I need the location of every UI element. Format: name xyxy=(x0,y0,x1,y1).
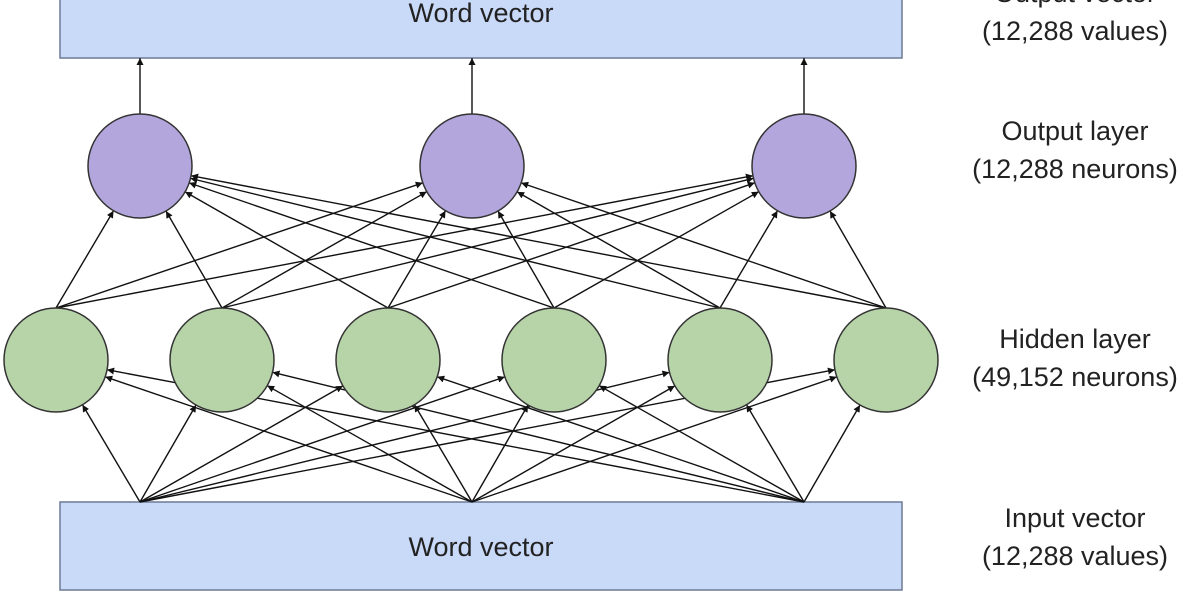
output-vector-rect xyxy=(59,0,903,59)
hidden-neuron-1 xyxy=(169,307,275,413)
output-vector-subtitle: (12,288 values) xyxy=(982,16,1168,46)
edge-hidden-3-output-0 xyxy=(188,181,555,309)
input-vector-box-label: Word vector xyxy=(408,532,553,562)
edge-input-1-hidden-5 xyxy=(471,375,838,503)
input-vector-subtitle: (12,288 values) xyxy=(982,541,1168,571)
hidden-layer-title: Hidden layer xyxy=(999,324,1151,354)
edge-hidden-2-output-1 xyxy=(387,210,447,309)
edge-hidden-3-output-1 xyxy=(497,210,555,309)
edge-input-2-hidden-5 xyxy=(803,404,861,503)
edge-input-2-hidden-4 xyxy=(745,404,805,503)
hidden-neuron-3 xyxy=(501,307,607,413)
edge-input-1-hidden-4 xyxy=(471,385,676,503)
edge-hidden-2-output-0 xyxy=(184,191,389,309)
edge-hidden-5-output-2 xyxy=(829,210,887,309)
edge-input-1-hidden-2 xyxy=(413,404,473,503)
input-vector-rect xyxy=(59,501,903,591)
side-labels: Output vector (12,288 values) Output lay… xyxy=(972,0,1178,571)
edge-hidden-5-output-0 xyxy=(190,173,887,309)
edge-hidden-4-output-0 xyxy=(190,176,721,309)
edge-hidden-0-output-0 xyxy=(55,210,115,309)
edge-hidden-1-output-2 xyxy=(221,176,754,309)
hidden-layer-subtitle: (49,152 neurons) xyxy=(972,362,1178,392)
edge-hidden-2-output-2 xyxy=(387,181,756,309)
output-vector-box-label: Word vector xyxy=(408,0,553,28)
hidden-layer-nodes xyxy=(3,307,939,413)
edge-hidden-1-output-0 xyxy=(165,210,223,309)
edge-input-2-hidden-3 xyxy=(598,385,805,503)
edge-input-0-hidden-3 xyxy=(139,375,506,503)
edge-hidden-3-output-2 xyxy=(553,191,760,309)
hidden-neuron-4 xyxy=(667,307,773,413)
edge-input-0-hidden-1 xyxy=(139,404,197,503)
edge-input-0-hidden-2 xyxy=(139,385,344,503)
hidden-neuron-5 xyxy=(833,307,939,413)
hidden-neuron-2 xyxy=(335,307,441,413)
edge-input-1-hidden-3 xyxy=(471,404,529,503)
edge-hidden-1-output-1 xyxy=(221,191,428,309)
edge-hidden-5-output-1 xyxy=(520,181,887,309)
input-vector-box: Word vector xyxy=(59,501,903,591)
output-layer-title: Output layer xyxy=(1001,116,1148,146)
output-neuron-1 xyxy=(419,113,525,219)
edge-hidden-4-output-2 xyxy=(719,210,779,309)
edge-input-2-hidden-2 xyxy=(436,375,805,503)
output-neuron-2 xyxy=(751,113,857,219)
hidden-neuron-0 xyxy=(3,307,109,413)
edge-hidden-4-output-1 xyxy=(516,191,721,309)
output-vector-title: Output vector xyxy=(994,0,1156,8)
output-vector-box: Word vector xyxy=(59,0,903,59)
connections xyxy=(55,58,887,503)
edge-hidden-0-output-2 xyxy=(55,173,754,309)
edge-input-0-hidden-0 xyxy=(81,404,141,503)
output-layer-nodes xyxy=(87,113,857,219)
edge-input-1-hidden-0 xyxy=(104,375,473,503)
input-vector-title: Input vector xyxy=(1004,503,1145,533)
edge-input-1-hidden-1 xyxy=(266,385,473,503)
edge-hidden-0-output-1 xyxy=(55,181,424,309)
output-neuron-0 xyxy=(87,113,193,219)
output-layer-subtitle: (12,288 neurons) xyxy=(972,154,1178,184)
